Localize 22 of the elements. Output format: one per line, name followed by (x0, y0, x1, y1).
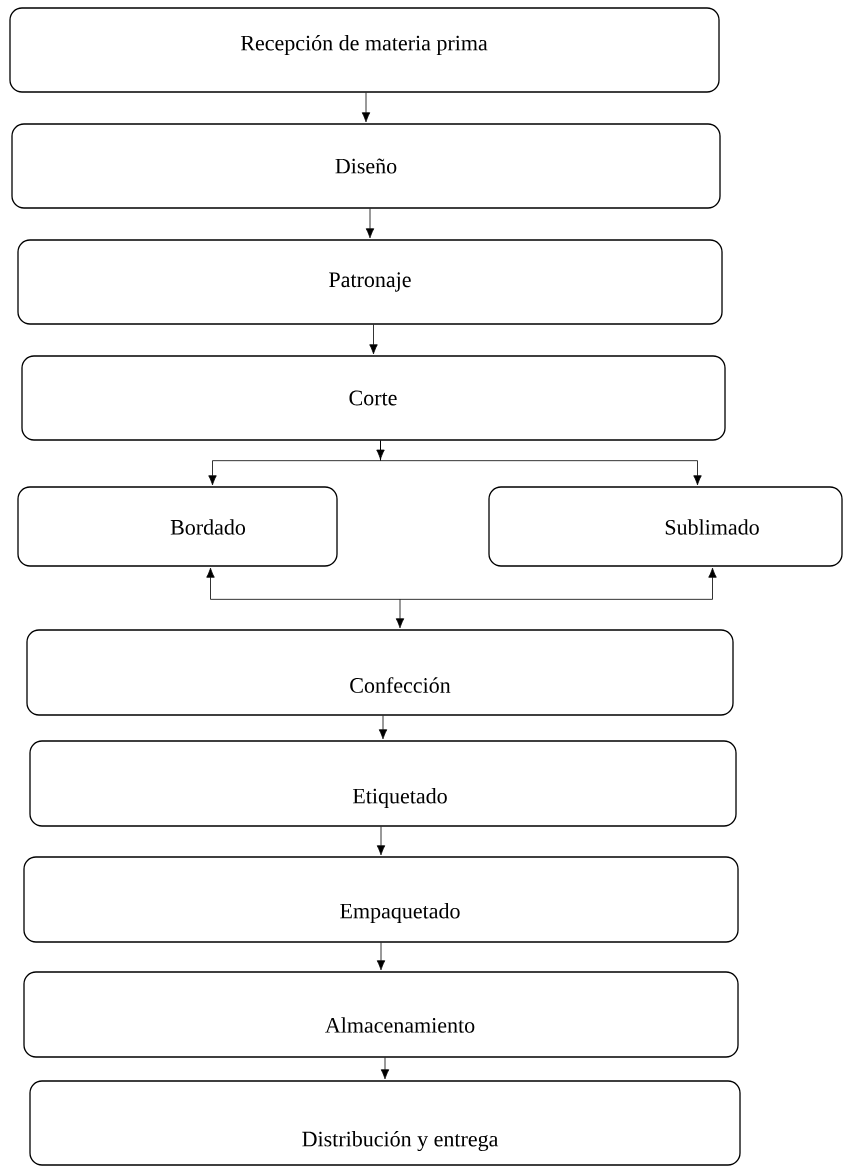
process-box: Empaquetado (23, 856, 739, 943)
process-box: Diseño (11, 123, 721, 209)
process-box: Confección (26, 629, 734, 716)
arrow (378, 715, 388, 740)
arrow (206, 567, 401, 600)
arrow (369, 324, 378, 355)
process-box: Almacenamiento (23, 971, 739, 1058)
arrow (380, 1057, 390, 1080)
process-box: Etiquetado (29, 740, 737, 827)
arrow (395, 598, 405, 629)
process-box: Corte (21, 355, 726, 441)
arrow (376, 826, 386, 856)
arrow (399, 567, 717, 600)
process-box: Sublimado (488, 486, 843, 567)
process-box: Recepción de materia prima (9, 7, 720, 93)
process-box: Patronaje (17, 239, 723, 325)
arrow (376, 440, 385, 460)
arrow (376, 942, 386, 971)
process-box: Bordado (17, 486, 338, 567)
arrow (365, 208, 375, 239)
process-box: Distribución y entrega (29, 1080, 741, 1166)
arrow (361, 92, 371, 123)
